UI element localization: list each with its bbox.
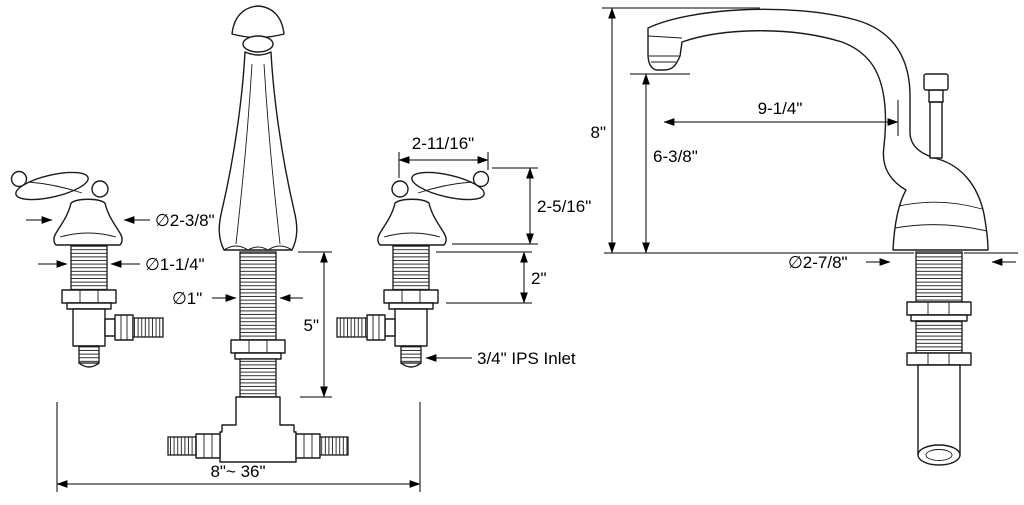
- base-diameter-label: ∅2-7/8": [788, 253, 848, 272]
- spout-lower-shank: [239, 358, 277, 398]
- lever-ball-finial: [91, 180, 109, 198]
- side-locknut-upper: [906, 301, 972, 316]
- shank-diameter-label: ∅1-1/4": [145, 255, 205, 274]
- dim-handle-width: 2-11/16": [398, 134, 489, 178]
- dim-inlet-note: 3/4" IPS Inlet: [425, 349, 576, 368]
- spread-range-label: 8"~ 36": [210, 462, 265, 481]
- center-spout: [167, 5, 349, 463]
- handle-width-label: 2-11/16": [412, 134, 474, 153]
- spout-finial-cap: [231, 5, 285, 39]
- tee-left-hex-nut: [195, 433, 221, 459]
- bottom-inlet-stub: [78, 345, 100, 364]
- supply-tube-opening: [917, 444, 961, 466]
- dim-valve-height: 2": [436, 251, 547, 304]
- shank-length-label: 5": [304, 316, 320, 335]
- spout-threaded-shank: [239, 251, 277, 341]
- handle-bonnet: [53, 198, 123, 246]
- dim-handle-height: 2-5/16": [452, 167, 591, 245]
- dim-shank-length: 5": [298, 251, 332, 398]
- outlet-height-label: 6-3/8": [653, 147, 698, 166]
- tee-right-hex-nut: [295, 433, 321, 459]
- diverter-cap: [923, 73, 949, 91]
- dim-base-diameter: ∅2-7/8": [788, 253, 1016, 272]
- side-threads-lower: [915, 320, 963, 354]
- tee-left-hose: [167, 436, 197, 456]
- supply-tube: [917, 364, 961, 456]
- side-spout: [647, 8, 989, 251]
- spout-shank-diameter-label: ∅1": [172, 289, 202, 308]
- side-washer: [910, 314, 968, 322]
- spout-washer: [234, 352, 282, 360]
- dim-spread-range: 8"~ 36": [56, 402, 421, 492]
- lever-handle: [15, 171, 89, 201]
- inlet-note-label: 3/4" IPS Inlet: [477, 349, 576, 368]
- dim-spout-height: 8": [591, 7, 760, 254]
- lever-tip-knob: [10, 170, 28, 188]
- side-view: 8" 6-3/8" 9-1/4" ∅2-7/8": [591, 7, 1018, 466]
- dim-spout-shank-diameter: ∅1": [172, 289, 303, 308]
- valve-body: [72, 308, 106, 347]
- spout-collar: [242, 35, 274, 53]
- valve-height-label: 2": [531, 269, 547, 288]
- tee-fitting: [219, 396, 297, 463]
- tee-right-hose: [319, 436, 349, 456]
- spout-locknut: [230, 339, 286, 354]
- dim-shank-diameter: ∅1-1/4": [38, 255, 205, 274]
- diverter-stem: [929, 101, 943, 159]
- side-shank: [906, 251, 972, 466]
- diverter-collar: [928, 89, 944, 103]
- right-handle-assembly: [336, 166, 490, 368]
- outlet-hex-nut: [114, 314, 134, 341]
- spout-body: [218, 51, 298, 251]
- threaded-shank: [70, 245, 108, 291]
- handle-height-label: 2-5/16": [537, 197, 591, 216]
- outlet-nipple: [104, 318, 116, 337]
- handle-base-diameter-label: ∅2-3/8": [155, 211, 215, 230]
- dim-spout-reach: 9-1/4": [663, 99, 899, 136]
- locknut: [61, 289, 117, 304]
- front-view: ∅2-3/8" ∅1-1/4" ∅1" 5" 2-11/16": [10, 5, 591, 492]
- side-threads-upper: [915, 251, 963, 303]
- spout-reach-label: 9-1/4": [758, 99, 803, 118]
- washer: [66, 302, 112, 310]
- spout-profile: [647, 8, 989, 251]
- dim-outlet-height: 6-3/8": [630, 73, 698, 254]
- left-handle-assembly: [10, 170, 164, 368]
- dim-handle-base-diameter: ∅2-3/8": [26, 211, 215, 230]
- side-locknut-lower: [906, 352, 972, 366]
- spout-height-label: 8": [591, 123, 607, 142]
- outlet-hose: [132, 317, 164, 338]
